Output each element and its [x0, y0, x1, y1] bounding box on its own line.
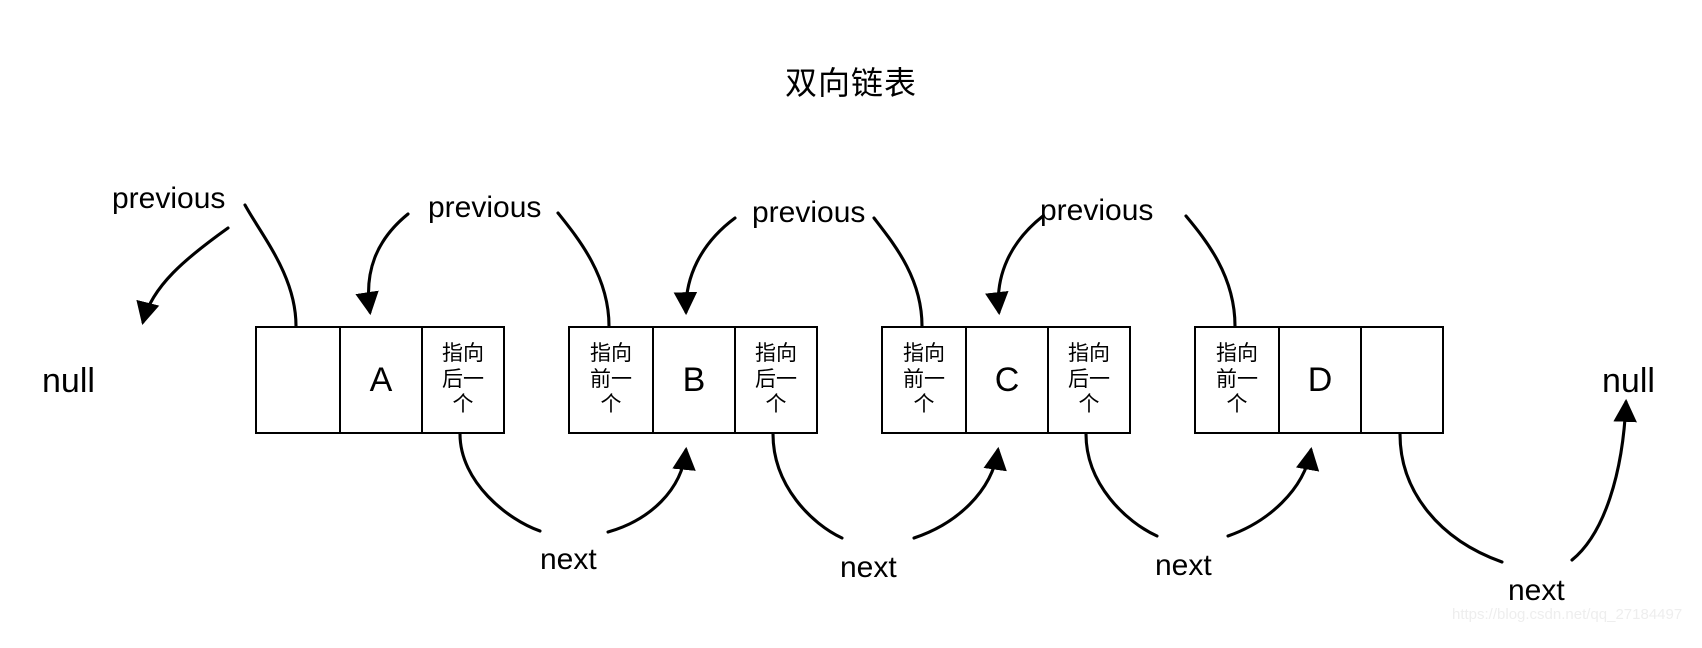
next-tail-2: [771, 432, 844, 540]
label-next-4: next: [1508, 574, 1565, 607]
previous-tail-3: [872, 216, 924, 328]
next-arrow-2: [912, 446, 1007, 540]
label-previous-4: previous: [1040, 194, 1154, 227]
previous-arrow-1: [136, 226, 230, 326]
list-node-c: 指向 前一 个 C 指向 后一 个: [881, 326, 1131, 434]
node-b-next-text: 指向 后一 个: [755, 341, 797, 417]
list-node-a: A 指向 后一 个: [255, 326, 505, 434]
node-b-value-cell: B: [652, 328, 734, 432]
previous-tail-2: [556, 211, 611, 328]
label-null-right: null: [1602, 362, 1655, 400]
next-arrow-3: [1226, 446, 1320, 538]
node-c-prev-cell: 指向 前一 个: [883, 328, 965, 432]
list-node-d: 指向 前一 个 D: [1194, 326, 1444, 434]
label-next-3: next: [1155, 549, 1212, 582]
node-a-prev-cell: [257, 328, 339, 432]
list-node-b: 指向 前一 个 B 指向 后一 个: [568, 326, 818, 434]
node-b-prev-text: 指向 前一 个: [590, 341, 632, 417]
previous-arrow-4: [985, 214, 1045, 316]
label-previous-3: previous: [752, 196, 866, 229]
label-next-2: next: [840, 551, 897, 584]
next-tail-4: [1398, 432, 1504, 564]
node-a-next-cell: 指向 后一 个: [421, 328, 503, 432]
next-arrow-1: [606, 446, 696, 534]
watermark: https://blog.csdn.net/qq_27184497: [1452, 606, 1683, 623]
label-null-left: null: [42, 362, 95, 400]
next-arrow-4: [1570, 398, 1637, 562]
node-d-prev-cell: 指向 前一 个: [1196, 328, 1278, 432]
label-previous-1: previous: [112, 182, 226, 215]
node-a-value-cell: A: [339, 328, 421, 432]
node-d-value-cell: D: [1278, 328, 1360, 432]
node-d-prev-text: 指向 前一 个: [1216, 341, 1258, 417]
node-d-next-cell: [1360, 328, 1442, 432]
node-c-next-text: 指向 后一 个: [1068, 341, 1110, 417]
node-c-prev-text: 指向 前一 个: [903, 341, 945, 417]
node-c-value-cell: C: [965, 328, 1047, 432]
previous-tail-1: [243, 203, 298, 328]
previous-tail-4: [1184, 214, 1237, 328]
label-previous-2: previous: [428, 191, 542, 224]
previous-arrow-3: [673, 216, 737, 316]
page-title: 双向链表: [784, 64, 917, 102]
node-c-next-cell: 指向 后一 个: [1047, 328, 1129, 432]
node-b-prev-cell: 指向 前一 个: [570, 328, 652, 432]
node-b-next-cell: 指向 后一 个: [734, 328, 816, 432]
label-next-1: next: [540, 543, 597, 576]
node-a-next-text: 指向 后一 个: [442, 341, 484, 417]
next-tail-3: [1084, 432, 1159, 538]
previous-arrow-2: [355, 212, 410, 316]
next-tail-1: [458, 432, 542, 533]
